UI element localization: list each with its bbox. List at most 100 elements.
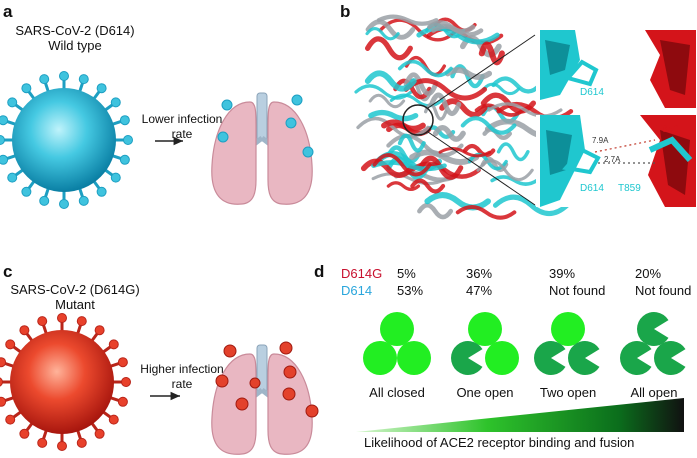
protein-ribbon [365,27,400,41]
protein-ribbon [389,93,444,108]
protein-ribbon [492,194,570,217]
wildtype-title-line1: SARS-CoV-2 (D614) [15,23,135,38]
protein-ribbon [482,82,521,96]
lungs-wildtype-icon [211,92,314,205]
spike-tip [123,135,133,145]
protein-ribbon [476,159,534,182]
protein-ribbon [455,205,517,220]
gradient-caption: Likelihood of ACE2 receptor binding and … [364,435,635,450]
spike-tip [21,83,32,94]
protein-ribbon [439,98,488,118]
protein-ribbon [386,181,421,191]
pct-d614g-one-open: 36% [466,266,493,281]
protein-ribbon [416,25,500,45]
zoom-inset-top [536,30,696,108]
protein-ribbon [410,178,446,194]
inset-label-t859-cyan: T859 [618,183,641,194]
mutant-virus-icon [0,313,131,451]
spike-tip [117,396,128,407]
protein-ribbon [403,78,488,101]
panel-label-d: d [314,262,325,281]
protein-ribbon [364,36,413,61]
spike-tip [0,154,9,165]
panel-label-b: b [340,2,351,21]
inset-distance-2: 2.7A [604,155,621,164]
open-subunit [654,340,686,375]
panel-label-a: a [3,2,13,21]
spike-tip [7,97,18,108]
protein-ribbon [487,102,563,118]
spike-tip [76,316,87,327]
open-subunit [620,340,652,375]
protein-ribbon [397,59,453,78]
state-label-all-open: All open [630,385,678,400]
wildtype-virus-icon [0,71,133,209]
closed-subunit [380,312,414,346]
spike-tip [78,74,89,85]
pct-d614-two-open: Not found [549,283,606,298]
protein-ribbon [364,70,417,92]
spike-tip [39,74,50,85]
spike-tip [37,316,48,327]
spike-tip [37,437,48,448]
spike-tip [57,441,67,451]
state-label-one-open: One open [456,385,514,400]
state-label-two-open: Two open [539,385,597,400]
protein-ribbon [403,72,439,96]
protein-ribbon [417,202,454,220]
spike-tip [0,357,7,368]
open-subunit [534,340,566,375]
pct-d614-all-open: Not found [635,283,692,298]
open-subunit [568,340,600,375]
inset-label-d614-bottom: D614 [580,183,604,194]
spike-tip [57,313,67,323]
spike-tip [0,135,5,145]
protein-ribbon [368,93,406,109]
pct-d614-one-open: 47% [466,283,493,298]
protein-ribbon [490,175,539,186]
protein-ribbon [378,18,459,42]
protein-ribbon [429,92,462,117]
protein-ribbon [462,143,496,158]
zoom-circle [402,104,434,136]
spike-tip [119,154,130,165]
pct-d614g-all-open: 20% [635,266,662,281]
zoom-inset-bottom [536,115,696,207]
higher-infection-line2: rate [171,377,193,391]
spike-tip [59,71,69,81]
protein-ribbon [365,19,416,40]
inset-distance-1: 7.9A [592,136,609,145]
protein-ribbon [478,41,505,66]
protein-ribbon [491,76,542,94]
protein-ribbon [372,153,432,177]
inset-label-d614-top: D614 [580,87,604,98]
spike-tip [76,437,87,448]
protein-ribbon [431,24,484,37]
row-label-d614: D614 [341,283,373,298]
closed-subunit [551,312,585,346]
spike-tip [5,339,16,350]
spike-tip [108,414,119,425]
protein-ribbon [409,161,481,179]
spike-tip [59,199,69,209]
protein-ribbon [354,84,413,100]
spike-tip [39,195,50,206]
closed-subunit [468,312,502,346]
open-subunit [637,312,669,346]
mutant-title: SARS-CoV-2 (D614G) Mutant [0,282,150,312]
state-label-all-closed: All closed [369,385,425,400]
spike-tip [108,339,119,350]
higher-infection-line1: Higher infection [140,362,224,376]
spike-tip [121,377,131,387]
spike-tip [110,97,121,108]
lower-infection-line1: Lower infection [141,112,223,126]
spike-tip [110,172,121,183]
inset-label-t859-red: T859 [656,124,679,135]
spike-tip [19,325,30,336]
spike-tip [78,195,89,206]
protein-ribbon [386,133,464,158]
protein-ribbon [444,67,493,80]
protein-ribbon [371,160,447,172]
wildtype-title-line2: Wild type [48,38,102,53]
protein-ribbon [496,142,530,162]
